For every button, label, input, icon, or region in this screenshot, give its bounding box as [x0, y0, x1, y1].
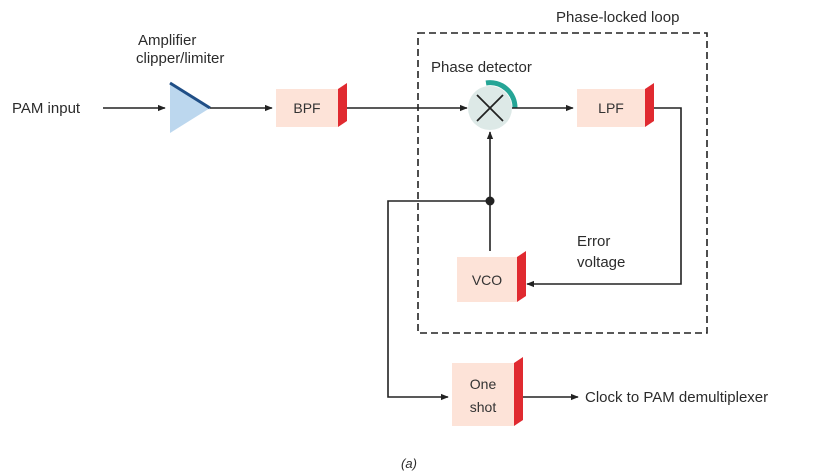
one-shot-block: One shot	[452, 357, 523, 426]
lpf-block: LPF	[577, 83, 654, 127]
output-label: Clock to PAM demultiplexer	[585, 389, 768, 406]
one-shot-label-line2: shot	[470, 399, 497, 415]
one-shot-face	[452, 363, 514, 426]
vco-face	[457, 257, 517, 302]
figure-caption: (a)	[401, 456, 417, 471]
pll-boundary	[417, 32, 708, 334]
bpf-label: BPF	[293, 100, 320, 116]
lpf-label: LPF	[598, 100, 624, 116]
wire-junction-to-oneshot	[387, 200, 490, 401]
lpf-side	[645, 83, 654, 127]
phase-detector-label: Phase detector	[431, 59, 532, 76]
bpf-side	[338, 83, 347, 127]
limiter-edge	[169, 81, 211, 110]
vco-side	[517, 251, 526, 302]
bpf-face	[276, 89, 338, 127]
vco-block: VCO	[457, 251, 526, 302]
one-shot-side	[514, 357, 523, 426]
mixer-cross-b	[476, 94, 504, 122]
error-voltage-label-line2: voltage	[577, 254, 625, 271]
one-shot-label-line1: One	[470, 376, 497, 392]
amplifier-label-line2: clipper/limiter	[136, 50, 224, 67]
phase-detector-icon	[468, 80, 518, 130]
amplifier-icon	[169, 81, 211, 133]
error-voltage-label-line1: Error	[577, 233, 610, 250]
mixer-arc	[485, 80, 518, 109]
pll-label: Phase-locked loop	[556, 9, 679, 26]
vco-label: VCO	[472, 272, 502, 288]
pam-input-label: PAM input	[12, 100, 81, 117]
wire-lpf-to-vco	[526, 107, 682, 288]
bpf-block: BPF	[276, 83, 347, 127]
amplifier-triangle	[170, 83, 210, 133]
amplifier-label-line1: Amplifier	[138, 32, 196, 49]
lpf-face	[577, 89, 645, 127]
